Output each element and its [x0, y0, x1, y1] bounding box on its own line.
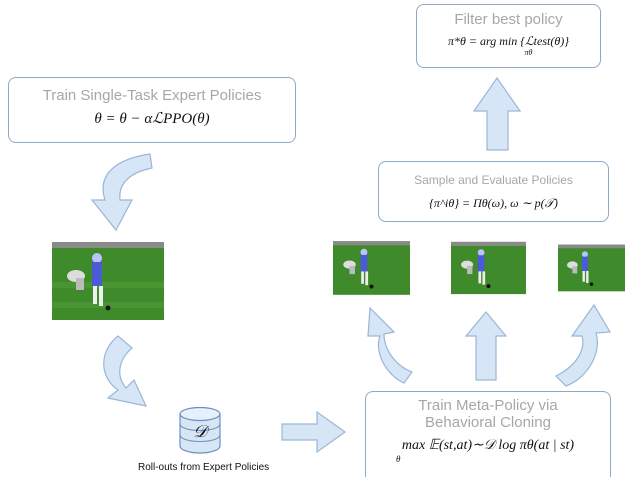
- dataset-symbol: 𝒟: [193, 422, 207, 441]
- sample-evaluate-box: Sample and Evaluate Policies {π^iθ} = Πθ…: [378, 161, 609, 222]
- meta-policy-formula-sub: θ: [396, 454, 401, 464]
- curve-arrow-scene-to-dataset: [103, 335, 148, 407]
- filter-policy-formula-sub: πθ: [524, 48, 533, 57]
- train-single-task-formula: θ = θ − αℒPPO(θ): [94, 111, 210, 127]
- robot-scene-sample-2: [451, 241, 526, 295]
- curve-arrow-meta-to-right-scene: [554, 303, 612, 387]
- meta-policy-title-line2: Behavioral Cloning: [425, 414, 551, 431]
- curve-arrow-train-to-scene: [90, 153, 153, 232]
- robot-scene-expert: [52, 242, 164, 320]
- robot-scene-sample-1: [333, 241, 410, 295]
- meta-policy-box: Train Meta-Policy via Behavioral Cloning…: [365, 391, 611, 477]
- train-single-task-box: Train Single-Task Expert Policies θ = θ …: [8, 77, 296, 143]
- dataset-caption: Roll-outs from Expert Policies: [138, 462, 270, 473]
- robot-scene-sample-3: [558, 244, 625, 292]
- filter-policy-box: Filter best policy π*θ = arg min {ℒtest(…: [416, 4, 601, 68]
- sample-evaluate-formula: {π^iθ} = Πθ(ω), ω ∼ p(𝒯): [429, 196, 558, 210]
- meta-policy-formula: max 𝔼(st,at)∼𝒟 log πθ(at | st): [401, 438, 575, 453]
- meta-policy-title-line1: Train Meta-Policy via: [418, 397, 558, 414]
- right-arrow-to-meta: [281, 410, 347, 454]
- filter-policy-title: Filter best policy: [454, 11, 563, 28]
- dataset-database-icon: [179, 406, 221, 454]
- train-single-task-title: Train Single-Task Expert Policies: [42, 87, 262, 104]
- up-arrow-to-filter: [472, 76, 522, 151]
- sample-evaluate-title: Sample and Evaluate Policies: [414, 173, 573, 187]
- curve-arrow-meta-to-left-scene: [367, 306, 413, 384]
- up-arrow-meta-to-middle-scene: [464, 311, 508, 381]
- filter-policy-formula: π*θ = arg min {ℒtest(θ)}: [447, 34, 570, 48]
